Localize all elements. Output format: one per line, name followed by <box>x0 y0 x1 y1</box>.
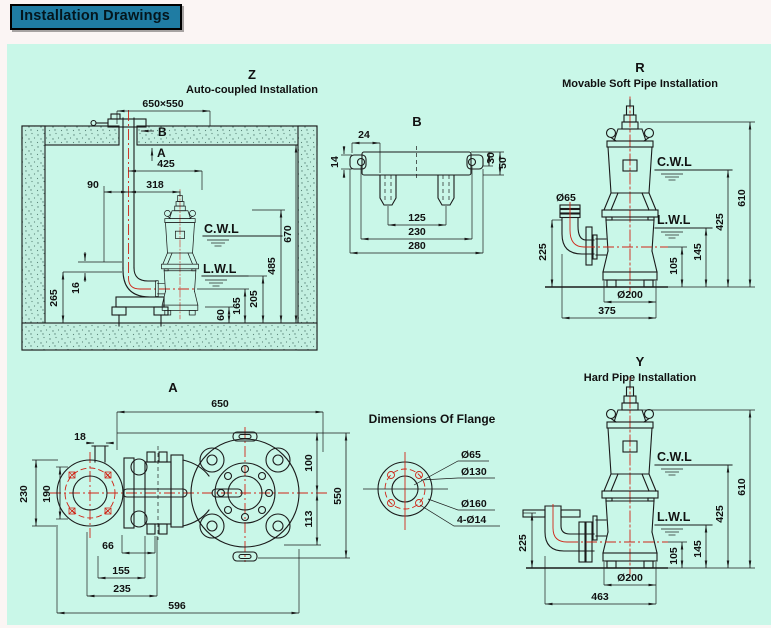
flange-dim-holes: 4-Ø14 <box>457 514 486 526</box>
r-dim-145: 145 <box>692 243 704 261</box>
y-dim-225: 225 <box>517 534 529 552</box>
y-label: Y <box>636 354 645 369</box>
z-elbow-centerline <box>128 277 141 290</box>
b-dim-125: 125 <box>408 212 426 224</box>
b-dim-24: 24 <box>358 129 370 141</box>
y-dim-145: 145 <box>692 540 704 558</box>
r-dim-200: Ø200 <box>617 289 643 301</box>
a-dim-230: 230 <box>18 485 30 503</box>
y-dim-463: 463 <box>591 591 609 603</box>
flange-dim-160: Ø160 <box>461 498 487 510</box>
b-dim-50: 50 <box>497 157 509 169</box>
z-dim-90: 90 <box>87 179 99 191</box>
z-subtitle: Auto-coupled Installation <box>186 84 318 96</box>
r-dim-375: 375 <box>598 305 616 317</box>
a-label: A <box>168 380 178 395</box>
z-dim-16: 16 <box>70 282 82 294</box>
z-dim-265: 265 <box>48 289 60 307</box>
a-dim-190: 190 <box>41 485 53 503</box>
r-dim-65: Ø65 <box>556 192 576 204</box>
a-dim-155: 155 <box>112 565 130 577</box>
flange-bolt-holes <box>387 471 423 507</box>
a-guide-claw <box>91 445 210 535</box>
page-title-bar: Installation Drawings <box>10 4 183 30</box>
z-dim-670: 670 <box>282 225 294 243</box>
z-label: Z <box>248 67 256 82</box>
y-dim-200: Ø200 <box>617 572 643 584</box>
z-elbow <box>111 267 169 327</box>
z-cwl-label: C.W.L <box>204 222 239 236</box>
z-dim-485: 485 <box>266 257 278 275</box>
r-subtitle: Movable Soft Pipe Installation <box>562 78 718 90</box>
z-dim-425: 425 <box>157 158 175 170</box>
y-pipe-centerline <box>552 504 568 543</box>
b-dim-230: 230 <box>408 226 426 238</box>
r-lwl-label: L.W.L <box>657 213 691 227</box>
drawing-flange: Dimensions Of Flange Ø65 Ø130 Ø160 4-Ø14 <box>363 412 500 530</box>
a-dim-596: 596 <box>168 600 186 612</box>
r-label: R <box>635 60 645 75</box>
z-dim-165: 165 <box>231 297 243 315</box>
flange-dim-65: Ø65 <box>461 449 481 461</box>
y-dim-610: 610 <box>736 478 748 496</box>
a-dim-550: 550 <box>332 487 344 505</box>
r-cwl-label: C.W.L <box>657 155 692 169</box>
a-dim-113: 113 <box>303 510 315 527</box>
z-view-a-label: A <box>157 146 166 160</box>
drawing-b: B 24 14 30 50 125 230 280 <box>329 114 509 255</box>
b-hidden-lines <box>384 146 450 203</box>
z-pit-walls <box>21 125 318 351</box>
z-lwl-label: L.W.L <box>203 262 237 276</box>
r-soft-pipe <box>559 204 595 266</box>
flange-leader-160 <box>427 498 495 511</box>
z-dim-pit: 650×550 <box>142 98 183 110</box>
page-title: Installation Drawings <box>20 8 171 24</box>
drawing-y: Y Hard Pipe Installation C.W.L L.W.L 225… <box>517 354 755 606</box>
r-dim-610: 610 <box>736 189 748 207</box>
b-dim-30: 30 <box>485 152 497 164</box>
flange-leader-65 <box>413 460 489 486</box>
y-subtitle: Hard Pipe Installation <box>584 372 697 384</box>
y-cwl-label: C.W.L <box>657 450 692 464</box>
a-dim-650: 650 <box>211 398 229 410</box>
drawing-z: Z Auto-coupled Installation <box>21 67 318 351</box>
y-hard-pipe <box>522 505 595 563</box>
y-dim-425: 425 <box>714 505 726 523</box>
a-dim-66: 66 <box>102 540 114 552</box>
flange-title: Dimensions Of Flange <box>369 412 496 426</box>
z-dim-205: 205 <box>248 290 260 308</box>
drawing-r: R Movable Soft Pipe Installation Ø65 C.W… <box>537 60 755 320</box>
drawing-a: A <box>18 380 350 615</box>
a-volute <box>190 431 300 562</box>
z-section-b-label: B <box>158 125 167 139</box>
z-dim-318: 318 <box>146 179 164 191</box>
a-bolt-circle <box>64 467 116 519</box>
flange-dim-130: Ø130 <box>461 466 487 478</box>
r-dim-425: 425 <box>714 213 726 231</box>
r-dim-225: 225 <box>537 243 549 261</box>
flange-leader-holes <box>419 504 500 527</box>
b-dim-14: 14 <box>329 156 341 168</box>
y-dim-105: 105 <box>668 547 680 565</box>
b-dim-280: 280 <box>408 240 426 252</box>
a-dim-235: 235 <box>113 583 131 595</box>
a-dim-100: 100 <box>303 454 315 472</box>
z-dim-60: 60 <box>215 309 227 321</box>
r-pipe-centerline <box>569 202 585 248</box>
b-label: B <box>412 114 421 129</box>
a-dim-18: 18 <box>74 431 86 443</box>
r-dim-105: 105 <box>668 257 680 275</box>
flange-leader-130 <box>420 477 495 481</box>
y-lwl-label: L.W.L <box>657 510 691 524</box>
